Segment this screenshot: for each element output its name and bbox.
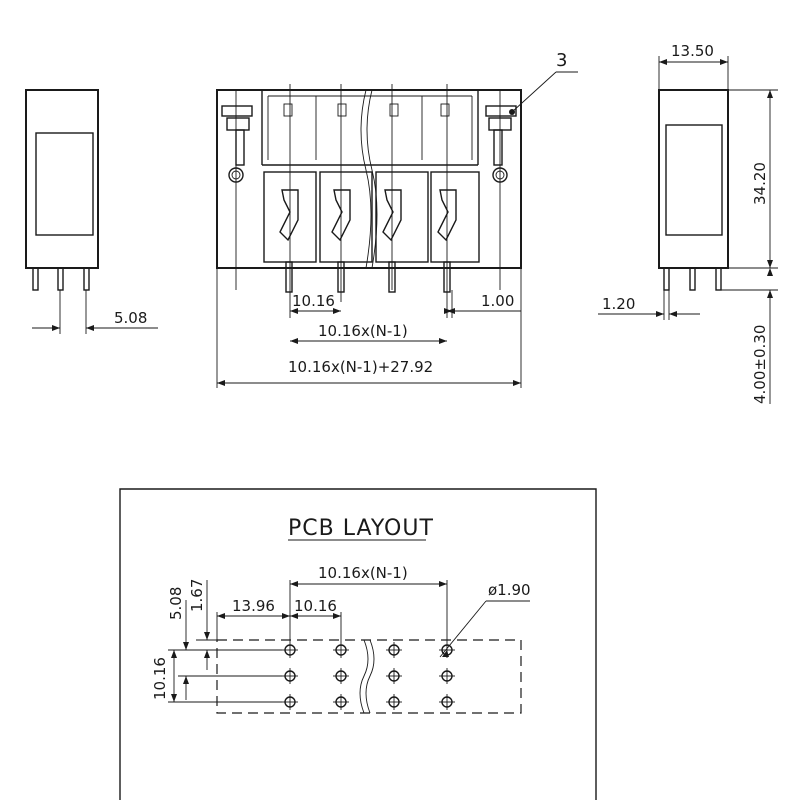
front-view: 3 10.16 1.00 10.16x(N-1) 10.16x(N-1)+27.… <box>216 50 578 388</box>
dim-width-label: 13.50 <box>671 42 714 60</box>
pcb-layout-panel: PCB LAYOUT <box>119 488 597 800</box>
left-side-view: 5.08 <box>25 89 158 334</box>
dim-edge-label: 1.00 <box>481 292 514 310</box>
dim-pitch-label: 10.16 <box>292 292 335 310</box>
pcb-dim-pitch-x-label: 10.16 <box>294 597 337 615</box>
dim-pin-width-label: 1.20 <box>602 295 635 313</box>
pcb-dim-hole-label: ø1.90 <box>488 581 531 599</box>
pcb-layout-title: PCB LAYOUT <box>288 516 434 541</box>
dim-pin-pitch-label: 5.08 <box>114 309 147 327</box>
dim-height-label: 34.20 <box>751 162 769 205</box>
dim-span-label: 10.16x(N-1) <box>318 322 408 340</box>
dim-pin-length-label: 4.00±0.30 <box>751 325 769 404</box>
pcb-dim-offset-y-label: 1.67 <box>188 579 206 612</box>
pcb-dim-span-label: 10.16x(N-1) <box>318 564 408 582</box>
pcb-hole-grid <box>282 642 455 710</box>
callout-3-label: 3 <box>556 50 567 71</box>
right-side-view: 13.50 34.20 4.00±0.30 1.20 <box>598 42 778 404</box>
dim-total-label: 10.16x(N-1)+27.92 <box>288 358 433 376</box>
pcb-dim-row-span-label: 10.16 <box>151 657 169 700</box>
pcb-dim-offset-x-label: 13.96 <box>232 597 275 615</box>
pcb-dim-row-pitch-label: 5.08 <box>167 587 185 620</box>
